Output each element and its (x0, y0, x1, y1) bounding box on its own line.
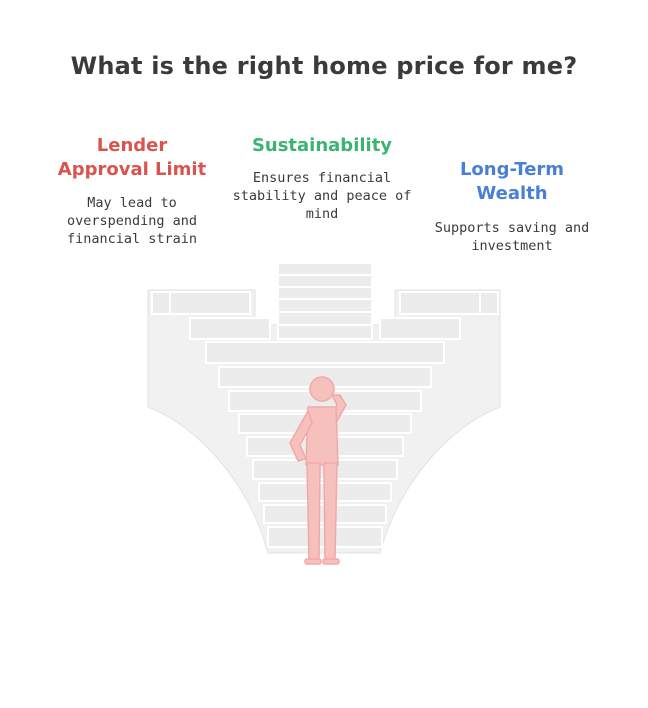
center-tower (277, 262, 373, 340)
person-head (309, 376, 335, 402)
person-right-leg (323, 462, 338, 561)
person-lower-arm (289, 410, 313, 462)
desc-line: financial strain (66, 231, 198, 247)
heading-line: Lender (96, 135, 168, 156)
person-right-foot (322, 558, 340, 565)
desc-line: May lead to (87, 195, 177, 211)
desc-line: investment (471, 238, 553, 254)
desc-line: overspending and (66, 213, 198, 229)
option-description: Ensures financial stability and peace of… (232, 169, 412, 223)
right-shoulder-steps (379, 291, 499, 340)
option-description: Supports saving and investment (422, 219, 602, 255)
option-heading: Lender Approval Limit (42, 134, 222, 182)
option-heading: Sustainability (232, 134, 412, 158)
heading-line: Approval Limit (57, 159, 207, 180)
person-left-leg (306, 462, 321, 561)
option-long-term-wealth: Long-Term Wealth Supports saving and inv… (422, 158, 602, 255)
staircase-illustration (140, 255, 510, 579)
option-description: May lead to overspending and financial s… (42, 194, 222, 248)
option-heading: Long-Term Wealth (422, 158, 602, 206)
option-sustainability: Sustainability Ensures financial stabili… (232, 134, 412, 223)
left-shoulder-steps (151, 291, 271, 340)
desc-line: mind (305, 206, 339, 222)
desc-line: stability and peace of (232, 188, 412, 204)
person-body (305, 406, 339, 466)
desc-line: Supports saving and (434, 220, 590, 236)
person-figure (289, 376, 347, 565)
staircase-svg (147, 262, 501, 565)
heading-line: Sustainability (251, 135, 393, 156)
heading-line: Wealth (476, 183, 548, 204)
page-title: What is the right home price for me? (70, 52, 578, 80)
person-left-foot (304, 558, 322, 565)
heading-line: Long-Term (459, 159, 565, 180)
option-lender-approval-limit: Lender Approval Limit May lead to oversp… (42, 134, 222, 248)
desc-line: Ensures financial (252, 170, 392, 186)
